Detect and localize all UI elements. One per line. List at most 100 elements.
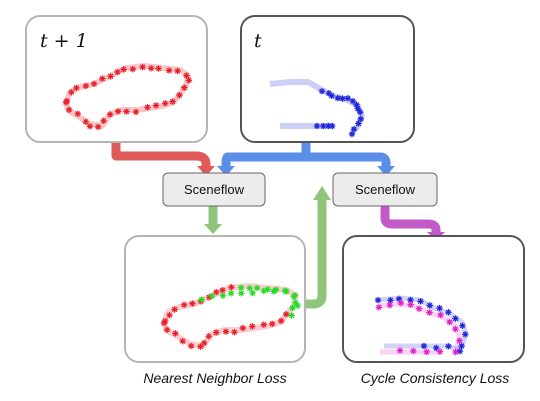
asterisk-marker <box>426 309 433 316</box>
asterisk-marker <box>213 288 220 296</box>
asterisk-marker <box>249 323 256 330</box>
asterisk-marker <box>318 88 326 95</box>
asterisk-marker <box>198 296 205 303</box>
asterisk-marker <box>294 302 301 309</box>
panel-nearest-neighbor <box>124 235 306 363</box>
asterisk-marker <box>82 82 89 90</box>
caption-nearest-neighbor-loss: Nearest Neighbor Loss <box>143 370 286 386</box>
point-cloud-red-green <box>160 283 301 350</box>
asterisk-marker <box>213 329 220 336</box>
asterisk-marker <box>114 108 122 115</box>
asterisk-marker <box>415 305 423 312</box>
asterisk-marker <box>445 343 452 350</box>
asterisk-marker <box>288 312 295 319</box>
connector-arrows <box>111 137 445 309</box>
asterisk-marker <box>181 84 188 91</box>
asterisk-marker <box>99 75 106 82</box>
asterisk-marker <box>205 333 212 340</box>
sceneflow-module-left: Sceneflow <box>162 172 266 207</box>
asterisk-marker <box>176 92 183 99</box>
asterisk-marker <box>185 77 193 84</box>
sceneflow-module-right: Sceneflow <box>332 172 438 207</box>
asterisk-marker <box>269 320 276 328</box>
asterisk-marker <box>147 65 155 72</box>
asterisk-marker <box>68 89 75 96</box>
asterisk-marker <box>171 306 178 313</box>
asterisk-marker <box>188 342 195 350</box>
asterisk-marker <box>253 284 261 292</box>
asterisk-marker <box>386 302 393 309</box>
caption-cycle-consistency-loss: Cycle Consistency Loss <box>361 370 510 386</box>
asterisk-marker <box>459 322 466 329</box>
asterisk-marker <box>357 109 364 116</box>
asterisk-marker <box>277 317 285 325</box>
asterisk-marker <box>86 123 94 130</box>
asterisk-marker <box>162 317 169 325</box>
asterisk-marker <box>246 285 253 292</box>
asterisk-marker <box>328 92 335 99</box>
asterisk-marker <box>458 342 465 350</box>
asterisk-marker <box>219 292 227 299</box>
asterisk-marker <box>66 106 73 113</box>
asterisk-marker <box>456 348 464 355</box>
asterisk-marker <box>132 108 140 116</box>
asterisk-marker <box>144 104 151 111</box>
asterisk-marker <box>228 284 235 291</box>
asterisk-marker <box>437 311 444 319</box>
asterisk-marker <box>183 72 190 79</box>
asterisk-marker <box>180 301 188 308</box>
arrow-green-down-head <box>204 224 222 234</box>
asterisk-marker <box>348 130 356 138</box>
point-cloud-blue <box>269 79 365 138</box>
arrow-red-head <box>197 166 215 176</box>
asterisk-marker <box>155 65 162 72</box>
asterisk-marker <box>325 122 332 130</box>
asterisk-marker <box>237 284 245 291</box>
asterisk-marker <box>344 95 352 102</box>
asterisk-marker <box>396 347 404 354</box>
asterisk-marker <box>426 302 433 309</box>
asterisk-marker <box>313 122 321 130</box>
point-cloud-red <box>62 63 193 131</box>
asterisk-marker <box>290 293 297 300</box>
asterisk-marker <box>197 343 204 350</box>
asterisk-marker <box>239 324 246 332</box>
asterisk-marker <box>74 110 81 117</box>
asterisk-marker <box>106 111 114 118</box>
asterisk-marker <box>179 338 186 345</box>
asterisk-marker <box>169 98 176 105</box>
asterisk-marker <box>452 325 459 333</box>
asterisk-marker <box>397 299 405 307</box>
panel-cycle-consistency <box>342 235 525 363</box>
asterisk-marker <box>281 287 289 294</box>
arrow-magenta <box>380 203 441 239</box>
asterisk-marker <box>436 304 443 312</box>
asterisk-marker <box>174 67 181 75</box>
asterisk-marker <box>123 108 130 115</box>
asterisk-marker <box>208 292 216 300</box>
asterisk-marker <box>354 105 361 112</box>
asterisk-marker <box>73 84 80 92</box>
asterisk-marker <box>139 63 146 71</box>
asterisk-marker <box>219 287 226 294</box>
asterisk-marker <box>120 66 127 73</box>
asterisk-marker <box>452 315 459 322</box>
asterisk-marker <box>222 328 230 335</box>
asterisk-marker <box>289 304 296 312</box>
asterisk-marker <box>357 115 364 123</box>
asterisk-marker <box>339 95 346 102</box>
arrow-blue <box>221 137 391 173</box>
panel-label-t: t <box>254 30 262 52</box>
asterisk-marker <box>163 326 171 333</box>
asterisk-marker <box>152 102 160 109</box>
asterisk-marker <box>166 312 173 319</box>
panel-frame-t-plus-1: t + 1 <box>25 15 208 143</box>
asterisk-marker <box>238 290 245 297</box>
asterisk-marker <box>417 298 424 305</box>
asterisk-marker <box>350 126 358 133</box>
asterisk-marker <box>100 117 107 124</box>
asterisk-marker <box>162 100 169 107</box>
asterisk-marker <box>172 330 179 337</box>
asterisk-marker <box>249 289 256 297</box>
arrow-blue-head-left <box>217 166 235 176</box>
